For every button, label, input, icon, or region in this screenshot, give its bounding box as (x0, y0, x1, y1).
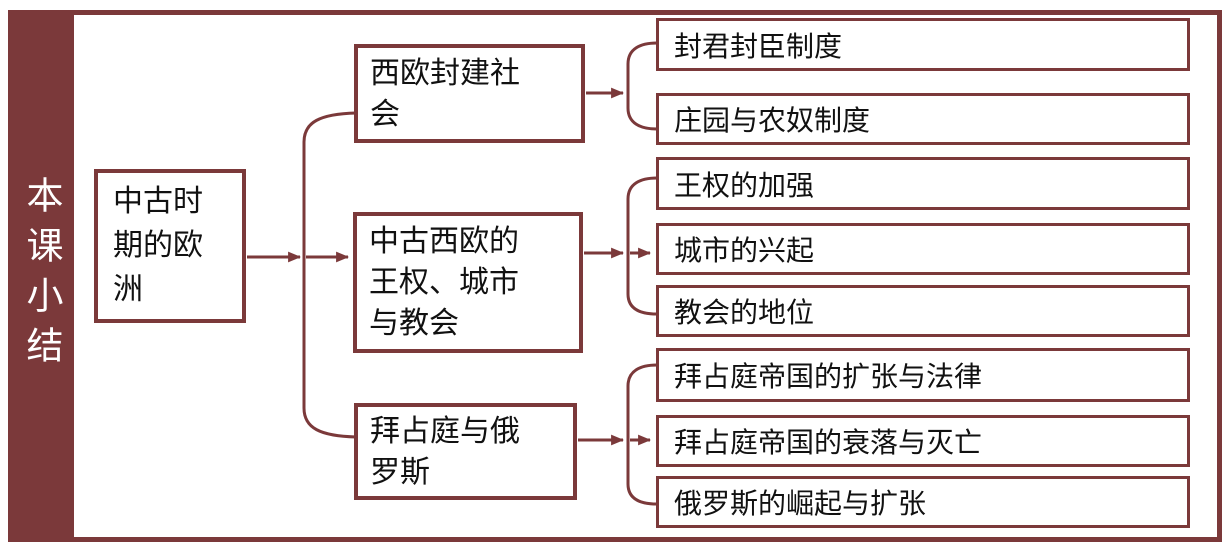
branch-c-bracket (626, 363, 658, 506)
leaf-label: 城市的兴起 (674, 234, 815, 267)
node-root-label: 中古时 期的欧 洲 (113, 184, 203, 307)
leaf-label: 拜占庭帝国的扩张与法律 (674, 360, 983, 393)
branch-west-europe-feudal-society: 西欧封建社 会 (354, 44, 585, 143)
leaf-label: 庄园与农奴制度 (674, 104, 871, 137)
branch-byzantium-russia: 拜占庭与俄 罗斯 (354, 403, 577, 500)
leaf-lord-vassal-system: 封君封臣制度 (656, 18, 1190, 71)
leaf-manor-serfdom-system: 庄园与农奴制度 (656, 93, 1190, 145)
leaf-label: 教会的地位 (674, 296, 815, 329)
branch-b-bracket (626, 176, 658, 316)
sidebar-banner: 本课小结 (8, 10, 74, 542)
leaf-byzantine-expansion-law: 拜占庭帝国的扩张与法律 (656, 348, 1190, 402)
sidebar-title: 本课小结 (20, 176, 63, 376)
leaf-rise-of-cities: 城市的兴起 (656, 223, 1190, 275)
leaf-royal-power-strengthening: 王权的加强 (656, 157, 1190, 210)
leaf-church-status: 教会的地位 (656, 285, 1190, 337)
branch-a-bracket (626, 41, 658, 131)
leaf-label: 俄罗斯的崛起与扩张 (674, 487, 927, 520)
node-root: 中古时 期的欧 洲 (94, 169, 246, 323)
leaf-label: 封君封臣制度 (674, 29, 843, 63)
branch-royal-power-cities-church: 中古西欧的 王权、城市 与教会 (353, 212, 583, 353)
branch-label: 中古西欧的 王权、城市 与教会 (369, 224, 519, 341)
leaf-label: 拜占庭帝国的衰落与灭亡 (674, 426, 983, 459)
branch-label: 拜占庭与俄 罗斯 (370, 413, 520, 490)
branch-label: 西欧封建社 会 (370, 55, 520, 132)
leaf-label: 王权的加强 (674, 168, 815, 202)
leaf-byzantine-decline-fall: 拜占庭帝国的衰落与灭亡 (656, 415, 1190, 467)
leaf-russia-rise-expansion: 俄罗斯的崛起与扩张 (656, 476, 1190, 528)
main-trunk-bracket (302, 111, 357, 439)
